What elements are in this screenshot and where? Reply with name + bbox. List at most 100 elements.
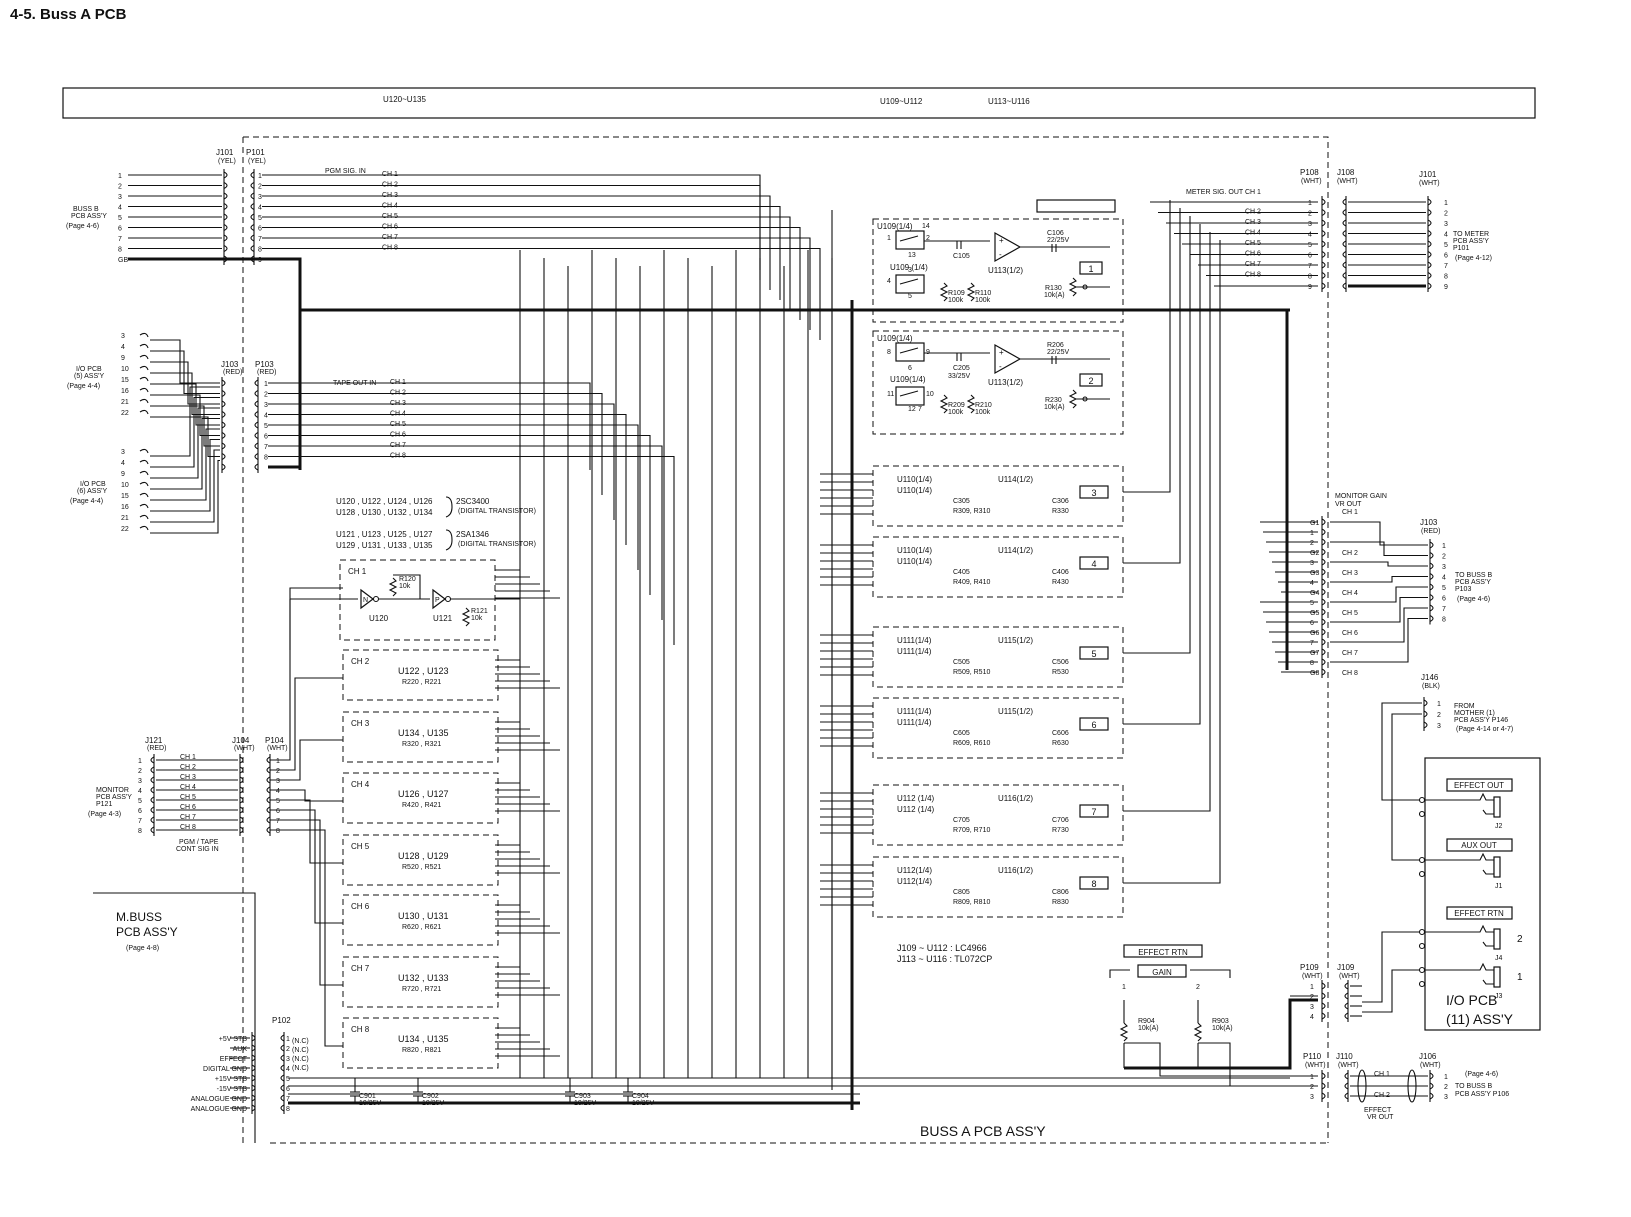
ctrl-wire [270,819,343,986]
p101-pin-label: 5 [258,215,262,222]
sw-pin: 13 [908,252,916,259]
sw-pin: 14 [922,223,930,230]
j101r-pin: 7 [1444,263,1448,270]
tape-wire [268,445,663,620]
pgm-wire [262,237,811,330]
p102-line-label: +15V STB [215,1076,247,1083]
jack-J4 [1468,924,1501,950]
j101r-pin [1427,282,1432,290]
j101r-pin: 2 [1444,211,1448,218]
j101r-pin [1427,261,1432,269]
r121-label: R121 [471,608,488,615]
p104-pin: 5 [276,798,280,805]
j101r-pin: 8 [1444,274,1448,281]
j103r-ch: CH 6 [1342,630,1358,637]
j101r-pin [1427,219,1432,227]
ch-box-out [1123,200,1171,493]
io5-pin-loop [139,365,149,371]
switch-blade [899,347,919,354]
p109-color: (WHT) [1302,973,1323,980]
gain-bracket [1190,969,1231,978]
j121-color: (RED) [147,745,166,752]
jack-num: 1 [1517,972,1523,983]
io5-pin: 9 [121,355,125,362]
board-label: BUSS A PCB ASS'Y [920,1123,1046,1139]
opamp-minus: - [999,362,1002,371]
pgm-sig-label: PGM SIG. IN [325,168,366,175]
mg-ra-val: 100k [948,297,964,304]
mg-sw1: U109(1/4) [877,334,913,343]
ch-box-r2: R430 [1052,579,1069,586]
p103-name: P103 [255,360,274,369]
io5-wire [150,350,220,395]
jack-J1-sleeve [1493,856,1501,878]
j101-pin [223,171,228,179]
j103-pin [221,390,226,397]
cap-name: C904 [632,1093,649,1100]
mg-c2v: 22/25V [1047,237,1070,244]
pgm-wire [262,205,781,300]
j101r-pin: 3 [1444,221,1448,228]
mg-junction [1082,396,1088,402]
p102-pin: 1 [286,1036,290,1043]
p103-pin [254,442,259,450]
opamp-plus: + [999,236,1004,245]
ch-box [872,626,1124,688]
pgm-tape: PGM / TAPE [179,839,219,846]
p102-nc: (N.C) [292,1047,309,1054]
j101r-pin: 9 [1444,284,1448,291]
io5-pin: 3 [121,333,125,340]
io11-label: I/O PCB [1446,992,1497,1008]
j121-pin [150,826,155,834]
j110-pin [1344,1092,1349,1100]
jack-terminal [1418,966,1426,974]
g-pin: 8 [1310,660,1314,667]
opamp-minus: - [999,250,1002,259]
p101-name: P101 [246,148,265,157]
ch-box-num-box [1079,876,1109,890]
j121-pin [150,756,155,764]
ch-block [339,559,496,641]
p104-pin [266,816,271,824]
g-pin: 3 [1310,560,1314,567]
cap-val: 10/25V [574,1100,597,1107]
switch-blade [899,278,919,285]
p104-pin: 1 [276,758,280,765]
sw-pin: 1 [887,235,891,242]
p103-pin [254,432,259,439]
io5-label: I/O PCB [76,366,102,373]
io6-wire [150,449,220,523]
ch-box-num: 7 [1091,807,1096,817]
ch-box [872,536,1124,598]
p109-pin: 4 [1310,1014,1314,1021]
p103-pin [254,379,259,387]
p103-pin-label: 6 [264,434,268,441]
j103r-pin: 4 [1442,575,1446,582]
sw-pin: 4 [887,278,891,285]
j103r-pin [1429,573,1434,580]
mg-rb-val: 100k [975,297,991,304]
switch-blade [899,235,919,242]
p110-pin [1321,1072,1326,1080]
j104-pin [239,806,244,814]
p102-pin [280,1074,285,1082]
gain-bracket [1109,969,1130,978]
mon-ch: CH 2 [180,764,196,771]
ch-box-u3: U114(1/2) [998,475,1033,484]
j121-pin: 6 [138,808,142,815]
to-meter: TO METER [1453,231,1489,238]
io6-pin-loop [139,470,149,476]
j101-pin [223,182,228,189]
jack-terminal [1418,870,1426,878]
buss-b-label: BUSS B [73,206,99,213]
ch-block-name: CH 6 [351,902,370,911]
g-pin: 4 [1310,580,1314,587]
mon-ch: CH 4 [180,784,196,791]
g-pin: G6 [1310,630,1319,637]
j108-pin [1342,282,1347,290]
g-pin: G5 [1310,610,1319,617]
mg-switch [895,230,925,250]
to-buss-b2: (Page 4-6) [1465,1071,1498,1078]
p108-pin [1321,272,1326,279]
j101r-pin [1427,230,1432,237]
